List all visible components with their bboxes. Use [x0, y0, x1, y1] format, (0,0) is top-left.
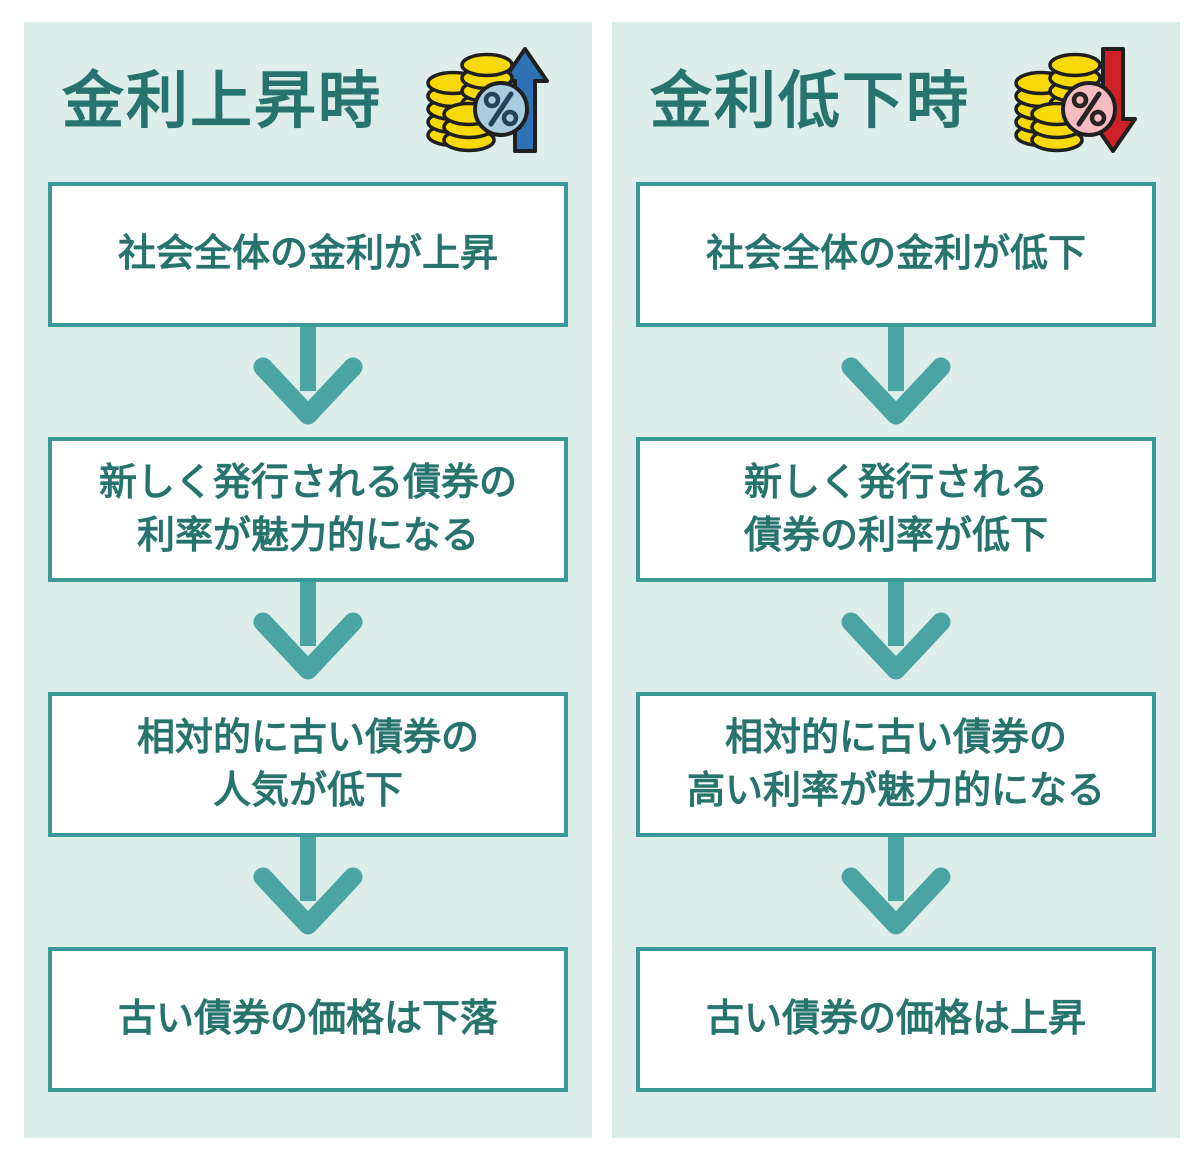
column-rate-down-header: 金利低下時: [612, 22, 1180, 182]
column-rate-up-header: 金利上昇時: [24, 22, 592, 182]
step-box: 古い債券の価格は上昇: [636, 947, 1156, 1092]
column-rate-up: 金利上昇時 社会全体の金利が上昇 新しく発行される債券の 利率が魅力的になる 相…: [24, 22, 592, 1138]
step-text: 古い債券の価格は下落: [117, 998, 498, 1041]
step-text: 社会全体の金利が上昇: [117, 233, 498, 276]
flow-down-arrow-icon: [841, 582, 951, 692]
step-box: 新しく発行される債券の 利率が魅力的になる: [48, 437, 568, 582]
step-text: 古い債券の価格は上昇: [705, 998, 1086, 1041]
flow-down-arrow-icon: [253, 327, 363, 437]
flow-down-arrow-icon: [841, 327, 951, 437]
step-text: 新しく発行される 債券の利率が低下: [743, 462, 1048, 557]
step-box: 相対的に古い債券の 人気が低下: [48, 692, 568, 837]
column-rate-down: 金利低下時 社会全体の金利が低下 新しく発行される 債券の利率が低下 相対的に古…: [612, 22, 1180, 1138]
coins-percent-down-icon: [1014, 47, 1137, 153]
step-box: 新しく発行される 債券の利率が低下: [636, 437, 1156, 582]
flow-rate-down: 社会全体の金利が低下 新しく発行される 債券の利率が低下 相対的に古い債券の 高…: [612, 182, 1180, 1138]
flow-down-arrow-icon: [253, 582, 363, 692]
coins-percent-up-icon: [426, 47, 549, 153]
step-box: 社会全体の金利が低下: [636, 182, 1156, 327]
step-text: 相対的に古い債券の 人気が低下: [136, 717, 479, 812]
column-title: 金利上昇時: [61, 67, 382, 136]
flow-down-arrow-icon: [253, 837, 363, 947]
step-text: 社会全体の金利が低下: [705, 233, 1086, 276]
flow-rate-up: 社会全体の金利が上昇 新しく発行される債券の 利率が魅力的になる 相対的に古い債…: [24, 182, 592, 1138]
step-box: 相対的に古い債券の 高い利率が魅力的になる: [636, 692, 1156, 837]
step-text: 相対的に古い債券の 高い利率が魅力的になる: [686, 717, 1105, 812]
step-box: 社会全体の金利が上昇: [48, 182, 568, 327]
column-title: 金利低下時: [649, 67, 970, 136]
flow-down-arrow-icon: [841, 837, 951, 947]
step-box: 古い債券の価格は下落: [48, 947, 568, 1092]
step-text: 新しく発行される債券の 利率が魅力的になる: [98, 462, 517, 557]
